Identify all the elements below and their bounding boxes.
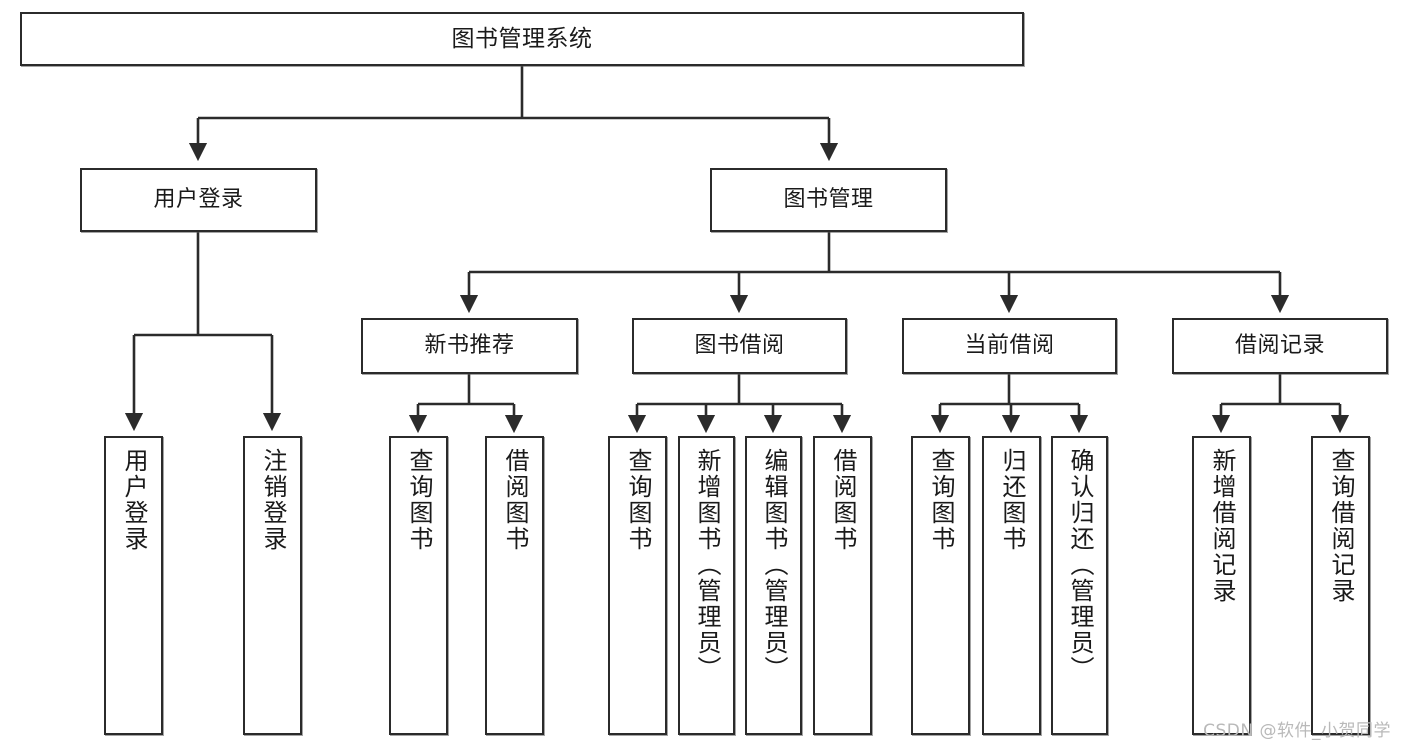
node-leaf-borrow-book-rec[interactable]: 借阅图书 (485, 436, 544, 735)
node-leaf-return-book[interactable]: 归还图书 (982, 436, 1041, 735)
node-leaf-user-login-label: 用户登录 (119, 448, 148, 552)
node-leaf-query-book-rec[interactable]: 查询图书 (389, 436, 448, 735)
node-leaf-add-book-admin[interactable]: 新增图书（管理员） (678, 436, 735, 735)
node-leaf-borrow-book[interactable]: 借阅图书 (813, 436, 872, 735)
node-book-borrow[interactable]: 图书借阅 (632, 318, 847, 374)
node-leaf-add-borrow-record[interactable]: 新增借阅记录 (1192, 436, 1251, 735)
node-leaf-return-book-label: 归还图书 (997, 448, 1026, 552)
node-new-book-recommend-label: 新书推荐 (424, 333, 515, 359)
node-leaf-add-borrow-record-label: 新增借阅记录 (1207, 448, 1236, 604)
watermark: CSDN @软件_小贺同学 (1203, 721, 1391, 741)
node-leaf-add-book-admin-label: 新增图书（管理员） (692, 448, 721, 682)
connector-user-login-to-leaves (124, 232, 282, 432)
node-leaf-borrow-book-rec-label: 借阅图书 (500, 448, 529, 552)
node-leaf-query-book-cur-label: 查询图书 (926, 448, 955, 552)
node-current-borrow[interactable]: 当前借阅 (902, 318, 1117, 374)
connector-book-borrow-to-leaves (627, 374, 852, 434)
node-leaf-query-book-rec-label: 查询图书 (404, 448, 433, 552)
node-leaf-user-login[interactable]: 用户登录 (104, 436, 163, 735)
node-leaf-query-book-borrow-label: 查询图书 (623, 448, 652, 552)
node-leaf-query-borrow-record-label: 查询借阅记录 (1326, 448, 1355, 604)
node-leaf-query-book-cur[interactable]: 查询图书 (911, 436, 970, 735)
node-borrow-record[interactable]: 借阅记录 (1172, 318, 1388, 374)
connector-root-to-level2 (188, 66, 839, 162)
node-leaf-borrow-book-label: 借阅图书 (828, 448, 857, 552)
node-user-login[interactable]: 用户登录 (80, 168, 317, 232)
node-root-label: 图书管理系统 (451, 25, 593, 52)
node-book-manage[interactable]: 图书管理 (710, 168, 947, 232)
node-root[interactable]: 图书管理系统 (20, 12, 1024, 66)
connector-book-manage-to-level3 (459, 232, 1290, 314)
node-leaf-confirm-return-admin-label: 确认归还（管理员） (1065, 448, 1094, 682)
connector-new-book-recommend-to-leaves (408, 374, 524, 434)
node-leaf-confirm-return-admin[interactable]: 确认归还（管理员） (1051, 436, 1108, 735)
node-leaf-logout-login-label: 注销登录 (258, 448, 287, 552)
node-user-login-label: 用户登录 (153, 187, 244, 213)
node-leaf-edit-book-admin[interactable]: 编辑图书（管理员） (745, 436, 802, 735)
connector-borrow-record-to-leaves (1211, 374, 1350, 434)
node-leaf-logout-login[interactable]: 注销登录 (243, 436, 302, 735)
node-borrow-record-label: 借阅记录 (1234, 333, 1325, 359)
node-new-book-recommend[interactable]: 新书推荐 (361, 318, 578, 374)
connector-current-borrow-to-leaves (930, 374, 1089, 434)
node-leaf-query-borrow-record[interactable]: 查询借阅记录 (1311, 436, 1370, 735)
node-current-borrow-label: 当前借阅 (964, 333, 1055, 359)
node-book-manage-label: 图书管理 (783, 187, 874, 213)
node-leaf-query-book-borrow[interactable]: 查询图书 (608, 436, 667, 735)
node-book-borrow-label: 图书借阅 (694, 333, 785, 359)
node-leaf-edit-book-admin-label: 编辑图书（管理员） (759, 448, 788, 682)
